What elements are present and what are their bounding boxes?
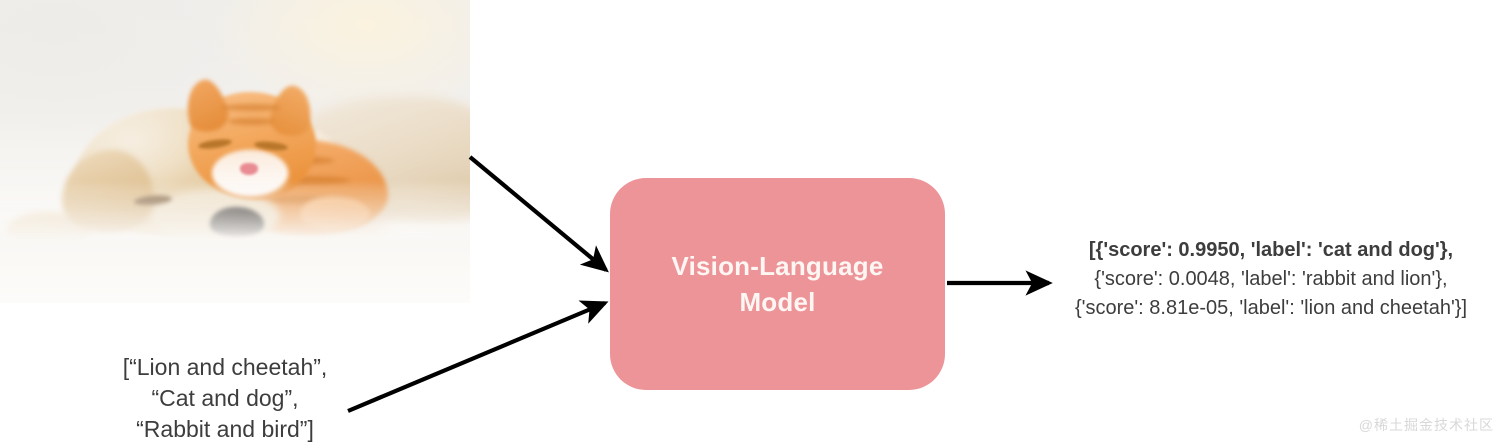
- input-image: [0, 0, 470, 303]
- output-line-3: {'score': 8.81e-05, 'label': 'lion and c…: [1074, 297, 1468, 319]
- model-output-text: [{'score': 0.9950, 'label': 'cat and dog…: [1030, 236, 1512, 323]
- output-line-2: {'score': 0.0048, 'label': 'rabbit and l…: [1094, 268, 1448, 290]
- kitten-forehead-stripe: [222, 104, 280, 111]
- model-box-label: Vision-Language Model: [671, 251, 884, 317]
- watermark: @稀土掘金技术社区: [1358, 417, 1494, 433]
- candidate-labels-text: [“Lion and cheetah”, “Cat and dog”, “Rab…: [122, 354, 328, 442]
- kitten-forehead-stripe: [228, 118, 274, 125]
- arrow-image-to-model: [468, 155, 609, 273]
- output-line-1: [{'score': 0.9950, 'label': 'cat and dog…: [1088, 239, 1454, 261]
- blanket: [0, 183, 470, 303]
- kitten-nose: [240, 163, 258, 175]
- kitten-stripe: [258, 176, 350, 185]
- vision-language-model-box: Vision-Language Model: [610, 178, 945, 390]
